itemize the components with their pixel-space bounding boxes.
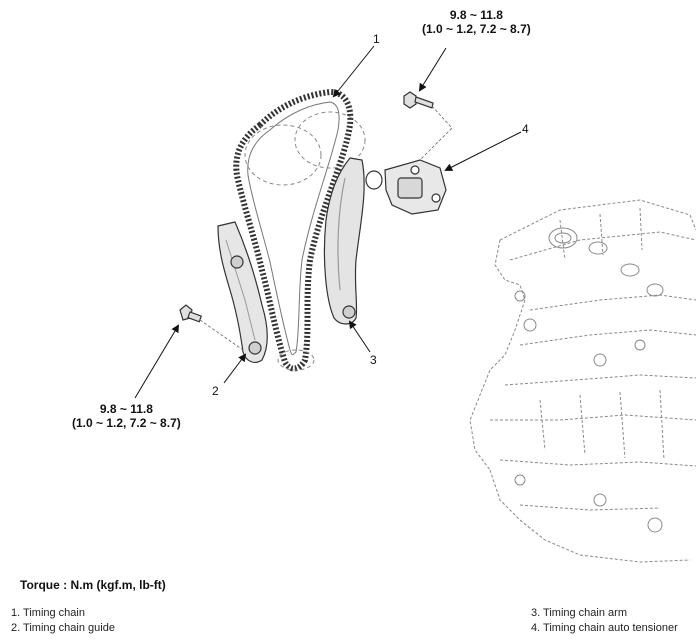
legend-item-timing-chain-guide: 2. Timing chain guide [11, 622, 115, 634]
torque-lower-value: 9.8 ~ 11.8 [99, 402, 153, 416]
torque-spec-lower: 9.8 ~ 11.8 (1.0 ~ 1.2, 7.2 ~ 8.7) [72, 402, 181, 430]
torque-spec-upper: 9.8 ~ 11.8 (1.0 ~ 1.2, 7.2 ~ 8.7) [422, 8, 531, 36]
legend-item-timing-chain-arm: 3. Timing chain arm [531, 607, 627, 619]
callout-2: 2 [212, 384, 219, 398]
timing-chain-arm [323, 157, 365, 325]
guide-bolt-dashline [199, 319, 244, 351]
guide-bolt [179, 304, 203, 323]
legend-item-timing-chain: 1. Timing chain [11, 607, 85, 619]
torque-upper-conversion: (1.0 ~ 1.2, 7.2 ~ 8.7) [422, 22, 531, 36]
legend-left: 1. Timing chain 2. Timing chain guide [11, 606, 115, 636]
sprocket-outlines [244, 111, 366, 371]
engine-block-outline [469, 199, 696, 563]
torque-upper-value: 9.8 ~ 11.8 [449, 8, 503, 22]
leader-lines [134, 45, 522, 399]
timing-chain-diagram [134, 45, 696, 563]
callout-4: 4 [522, 122, 529, 136]
torque-unit-heading: Torque : N.m (kgf.m, lb-ft) [20, 578, 166, 592]
timing-chain-guide [217, 221, 268, 363]
tensioner-bolt [403, 91, 434, 109]
tensioner-bolt-dashline [419, 105, 453, 161]
callout-1: 1 [373, 32, 380, 46]
engine-ports [514, 227, 664, 533]
torque-lower-conversion: (1.0 ~ 1.2, 7.2 ~ 8.7) [72, 416, 181, 430]
timing-chain [233, 88, 354, 372]
legend-item-timing-chain-auto-tensioner: 4. Timing chain auto tensioner [531, 622, 678, 634]
callout-3: 3 [370, 353, 377, 367]
legend-right: 3. Timing chain arm 4. Timing chain auto… [531, 606, 678, 636]
chain-auto-tensioner [365, 159, 447, 215]
